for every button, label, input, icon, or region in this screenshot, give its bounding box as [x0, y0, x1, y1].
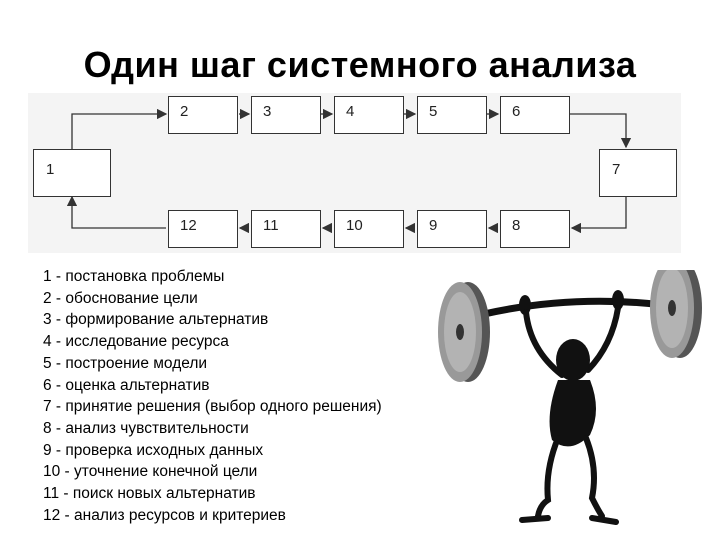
- slide-title: Один шаг системного анализа: [83, 44, 637, 85]
- step-box-7: 7: [599, 149, 677, 197]
- step-box-4: 4: [334, 96, 404, 134]
- legend-item: 6 - оценка альтернатив: [43, 376, 210, 394]
- legend-item: 11 - поиск новых альтернатив: [43, 485, 256, 503]
- legend-item: 5 - построение модели: [43, 354, 208, 372]
- legend-item: 12 - анализ ресурсов и критериев: [43, 506, 286, 524]
- step-box-12: 12: [168, 210, 238, 248]
- legend-item: 3 - формирование альтернатив: [43, 311, 269, 329]
- step-box-10: 10: [334, 210, 404, 248]
- legend-item: 2 - обоснование цели: [43, 289, 198, 307]
- step-box-11: 11: [251, 210, 321, 248]
- step-box-2: 2: [168, 96, 238, 134]
- legend-item: 10 - уточнение конечной цели: [43, 463, 258, 481]
- legend-item: 9 - проверка исходных данных: [43, 441, 264, 459]
- step-box-6: 6: [500, 96, 570, 134]
- legend-item: 7 - принятие решения (выбор одного решен…: [43, 398, 382, 416]
- step-box-3: 3: [251, 96, 321, 134]
- legend-item: 1 - постановка проблемы: [43, 268, 225, 285]
- legend-item: 4 - исследование ресурса: [43, 333, 229, 351]
- step-box-5: 5: [417, 96, 487, 134]
- legend-item: 8 - анализ чувствительности: [43, 419, 249, 437]
- step-legend: 1 - постановка проблемы 2 - обоснование …: [43, 266, 382, 526]
- step-box-8: 8: [500, 210, 570, 248]
- step-box-9: 9: [417, 210, 487, 248]
- weightlifter-icon: [438, 270, 702, 525]
- step-box-1: 1: [33, 149, 111, 197]
